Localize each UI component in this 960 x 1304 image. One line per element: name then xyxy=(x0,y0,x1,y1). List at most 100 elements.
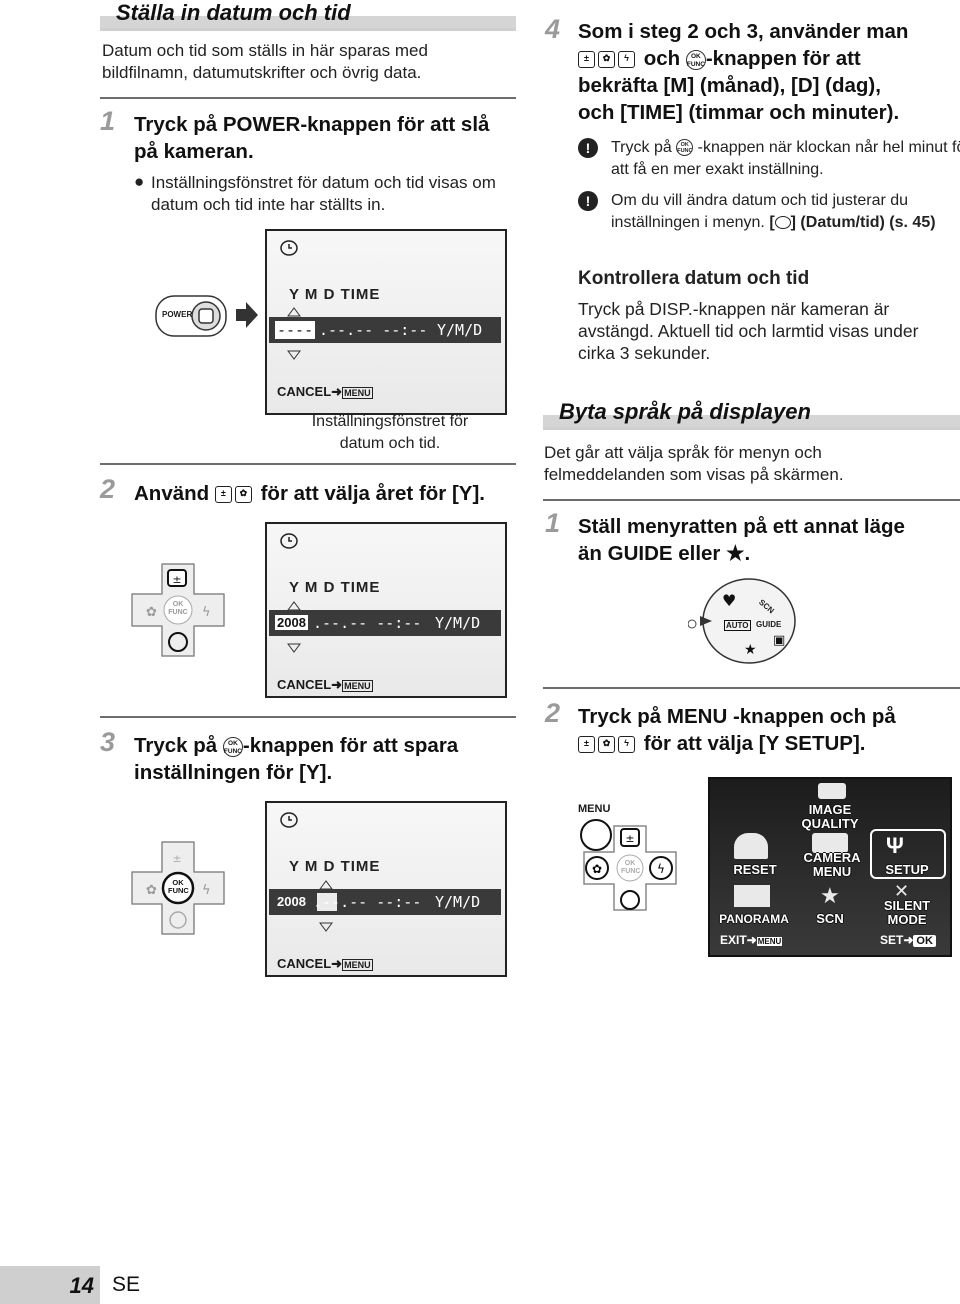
cancel-hint: CANCEL➜MENU xyxy=(277,677,373,692)
svg-text:±: ± xyxy=(172,573,181,586)
set-hint: SET➜OK xyxy=(880,933,936,947)
page-number: 14 xyxy=(69,1273,94,1298)
clock-icon xyxy=(774,216,791,230)
intro-text: Datum och tid som ställs in här sparas m… xyxy=(102,41,428,82)
date-screen-2: Y M D TIME 2008 .--.-- --:-- Y/M/D CANCE… xyxy=(265,522,507,698)
menu-scn[interactable]: SCN xyxy=(816,911,844,926)
year-field: ---- xyxy=(275,321,316,339)
clock-icon xyxy=(279,811,301,834)
right-section-header: Byta språk på displayen xyxy=(543,399,960,430)
svg-text:✿: ✿ xyxy=(146,883,157,898)
menu-reset[interactable]: RESET xyxy=(733,862,777,877)
order-field: Y/M/D xyxy=(437,321,483,339)
menu-button-icon xyxy=(580,819,612,851)
scn-icon: ★ xyxy=(820,883,840,908)
menu-setup[interactable]: SETUP xyxy=(885,862,929,877)
left-section-header: Ställa in datum och tid xyxy=(100,0,516,31)
arrow-icon xyxy=(234,300,260,335)
reset-icon xyxy=(734,833,768,859)
power-button-illustration: POWER xyxy=(154,294,228,338)
macro-icon: ✿ xyxy=(234,486,252,504)
divider xyxy=(543,499,960,501)
cancel-hint: CANCEL➜MENU xyxy=(277,384,373,399)
warning-icon: ! xyxy=(578,191,598,211)
svg-text:✿: ✿ xyxy=(146,605,157,620)
order-field: Y/M/D xyxy=(435,893,481,911)
check-text: Tryck på DISP.-knappen när kameran är av… xyxy=(578,299,919,363)
camera-icon xyxy=(812,833,848,853)
svg-text:▣: ▣ xyxy=(773,633,785,648)
panorama-icon xyxy=(734,885,770,907)
screen-value-bar: 2008 .--.-- --:-- Y/M/D xyxy=(269,610,501,636)
step-number: 2 xyxy=(100,474,116,504)
menu-button-label: MENU xyxy=(578,803,611,815)
screen-value: .--.-- --:-- xyxy=(313,893,422,911)
setup-icon: Ψ xyxy=(886,833,904,858)
year-field: 2008 xyxy=(275,615,308,630)
date-screen-1: Y M D TIME ---- .--.-- --:-- Y/M/D CANCE… xyxy=(265,229,507,415)
menu-camera-menu[interactable]: CAMERA MENU xyxy=(803,850,861,879)
step-text: Använd ±✿ för att välja året för [Y]. xyxy=(134,482,486,505)
year-field: 2008 xyxy=(277,894,306,909)
language-code: SE xyxy=(112,1273,141,1296)
menu-panorama[interactable]: PANORAMA xyxy=(719,912,789,926)
step-number: 1 xyxy=(100,106,116,136)
image-quality-icon xyxy=(818,783,846,799)
menu-image-quality[interactable]: IMAGE QUALITY xyxy=(801,802,859,831)
step-text: Som i steg 2 och 3, använder man ±✿ϟ och… xyxy=(578,20,909,124)
step-text: Tryck på MENU -knappen och på ±✿ϟ för at… xyxy=(578,705,896,755)
cancel-hint: CANCEL➜MENU xyxy=(277,956,373,971)
divider xyxy=(100,716,516,718)
down-arrow-icon xyxy=(287,640,301,658)
screen-header: Y M D TIME xyxy=(289,579,381,596)
step-number: 3 xyxy=(100,727,116,757)
down-arrow-icon xyxy=(319,919,333,937)
step-number: 2 xyxy=(545,698,561,728)
step-text: Tryck på POWER-knappen för att slå på ka… xyxy=(134,113,490,163)
up-arrow-icon xyxy=(287,304,301,322)
step-number: 1 xyxy=(545,508,561,538)
svg-text:★: ★ xyxy=(744,642,757,658)
divider xyxy=(100,463,516,465)
screen-value-bar: ---- .--.-- --:-- Y/M/D xyxy=(269,317,501,343)
intro-text: Det går att välja språk för menyn och fe… xyxy=(544,443,844,484)
screen-header: Y M D TIME xyxy=(289,858,381,875)
silent-icon: ✕ xyxy=(894,881,910,901)
screen-value: .--.-- --:-- xyxy=(319,321,428,339)
warning-icon: ! xyxy=(578,138,598,158)
screen-value: .--.-- --:-- xyxy=(313,614,422,632)
page-number-tab: 14 xyxy=(0,1266,100,1304)
section-title: Byta språk på displayen xyxy=(543,399,960,427)
svg-text:ϟ: ϟ xyxy=(657,862,665,876)
svg-text:±: ± xyxy=(172,852,181,865)
exit-hint: EXIT➜MENU xyxy=(720,933,783,947)
camera-menu-screen: IMAGE QUALITY RESET CAMERA MENU Ψ SETUP … xyxy=(708,777,952,957)
svg-text:±: ± xyxy=(625,832,634,845)
step-number: 4 xyxy=(545,14,561,44)
check-title: Kontrollera datum och tid xyxy=(578,268,810,289)
svg-text:ϟ: ϟ xyxy=(202,605,211,620)
month-highlight xyxy=(317,893,337,911)
section-title: Ställa in datum och tid xyxy=(100,0,516,28)
down-arrow-icon xyxy=(287,347,301,365)
date-screen-3: Y M D TIME 2008 .--.-- --:-- Y/M/D CANCE… xyxy=(265,801,507,977)
power-label: POWER xyxy=(162,310,193,319)
svg-text:ϟ: ϟ xyxy=(202,883,211,898)
screen-value-bar: 2008 .--.-- --:-- Y/M/D xyxy=(269,889,501,915)
menu-silent-mode[interactable]: SILENT MODE xyxy=(883,898,931,927)
note-2: ! Om du vill ändra datum och tid justera… xyxy=(578,190,960,234)
bullet-text: ● Inställningsfönstret för datum och tid… xyxy=(134,172,496,214)
svg-text:✿: ✿ xyxy=(592,862,602,876)
screen-caption: Inställningsfönstret för datum och tid. xyxy=(311,413,469,452)
mode-dial-illustration: ♥ ▣ ★ AUTO GUIDE SCN xyxy=(687,576,798,666)
step-text: Ställ menyratten på ett annat läge än GU… xyxy=(578,515,905,565)
clock-icon xyxy=(279,239,301,262)
screen-header: Y M D TIME xyxy=(289,286,381,303)
divider xyxy=(100,97,516,99)
